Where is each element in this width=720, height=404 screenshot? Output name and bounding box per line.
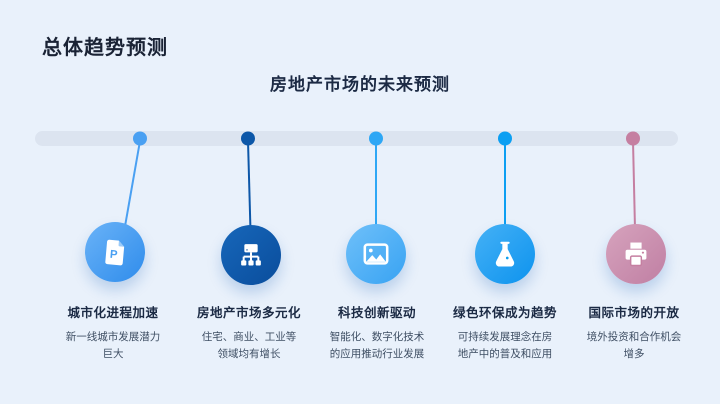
item-title: 城市化进程加速 [67, 306, 159, 320]
international-badge [606, 224, 666, 284]
slide-subtitle: 房地产市场的未来预测 [270, 75, 450, 94]
item-description: 智能化、数字化技术的应用推动行业发展 [329, 331, 425, 361]
svg-text:P: P [109, 249, 118, 262]
timeline-bar [35, 131, 678, 146]
timeline-item-international: 国际市场的开放 境外投资和合作机会增多 [554, 302, 714, 364]
diversification-badge [221, 225, 281, 285]
tech-innovation-badge [346, 224, 406, 284]
timeline-item-green: 绿色环保成为趋势 可持续发展理念在房地产中的普及和应用 [425, 302, 585, 364]
item-title: 国际市场的开放 [588, 306, 680, 320]
flask-icon [495, 241, 515, 267]
timeline-item-tech: 科技创新驱动 智能化、数字化技术的应用推动行业发展 [297, 302, 457, 364]
urbanization-badge: P [85, 222, 145, 282]
connector-line [123, 140, 141, 233]
image-icon [363, 243, 389, 265]
file-p-icon: P [105, 239, 125, 266]
item-description: 可持续发展理念在房地产中的普及和应用 [457, 331, 553, 361]
item-description: 境外投资和合作机会增多 [586, 331, 682, 361]
sitemap-icon [241, 244, 261, 266]
connector-line [632, 140, 636, 230]
printer-icon [625, 242, 647, 267]
timeline-item-urbanization: 城市化进程加速 新一线城市发展潜力巨大 [33, 302, 193, 364]
timeline-item-diversification: 房地产市场多元化 住宅、商业、工业等领域均有增长 [169, 302, 329, 364]
item-title: 房地产市场多元化 [196, 306, 301, 320]
item-description: 新一线城市发展潜力巨大 [65, 331, 161, 361]
page-title: 总体趋势预测 [42, 37, 168, 59]
item-description: 住宅、商业、工业等领域均有增长 [201, 331, 297, 361]
connector-line [247, 140, 252, 232]
item-title: 绿色环保成为趋势 [452, 306, 557, 320]
green-trend-badge [475, 224, 535, 284]
item-title: 科技创新驱动 [337, 306, 416, 320]
